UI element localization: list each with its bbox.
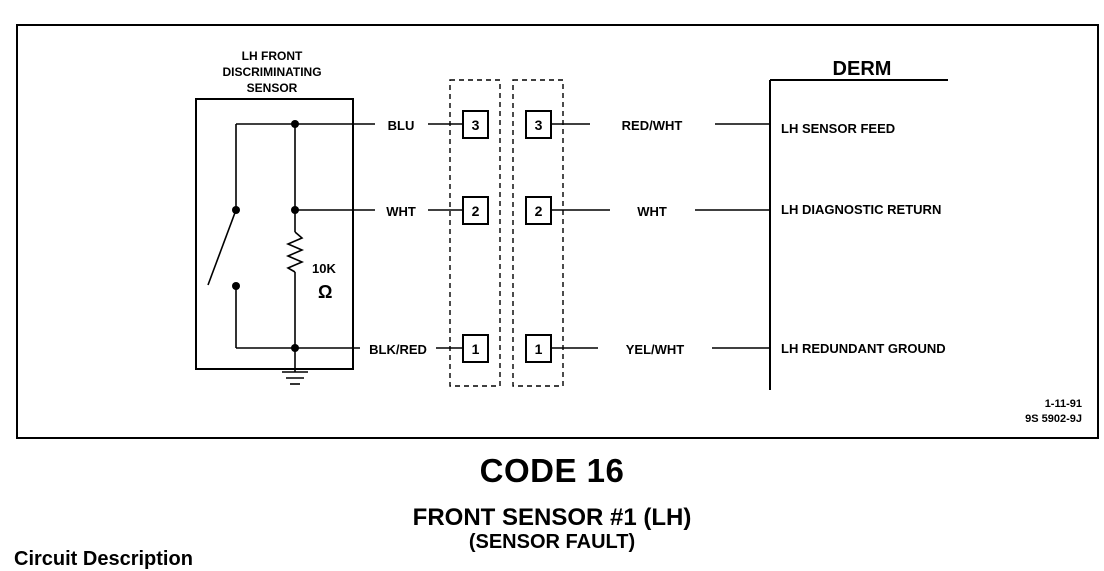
- pin-number-left-2: 2: [472, 203, 480, 219]
- derm-label: DERM: [833, 58, 892, 80]
- circuit-label-redundant-ground: LH REDUNDANT GROUND: [781, 341, 946, 356]
- switch-contact: [207, 209, 237, 286]
- page-subtitle: (SENSOR FAULT): [468, 531, 636, 553]
- sensor-internal-circuit: [207, 123, 375, 385]
- diagram-frame: [16, 24, 1099, 439]
- resistor-unit: Ω: [318, 282, 332, 302]
- junction-dots: [232, 120, 299, 352]
- sensor-title-line1: LH FRONT: [242, 49, 303, 63]
- pin-number-right-3: 3: [535, 117, 543, 133]
- sensor-title-line3: SENSOR: [247, 81, 298, 95]
- wire-label-left-3: BLU: [388, 118, 415, 133]
- pin-left-2: [462, 196, 489, 225]
- connector-half-right: [512, 79, 564, 387]
- sensor-title-line2: DISCRIMINATING: [222, 65, 321, 79]
- pin-number-left-1: 1: [472, 341, 480, 357]
- connector-half-left: [449, 79, 501, 387]
- wire-label-left-1: BLK/RED: [369, 342, 427, 357]
- code-heading: CODE 16: [479, 452, 625, 489]
- wiring-diagram: LH FRONT DISCRIMINATING SENSOR 10K Ω BLU…: [16, 24, 1099, 439]
- wire-label-right-3: RED/WHT: [622, 118, 683, 133]
- pin-number-right-2: 2: [535, 203, 543, 219]
- resistor-symbol: [285, 231, 305, 273]
- circuit-label-sensor-feed: LH SENSOR FEED: [781, 121, 895, 136]
- wire-label-right-2: WHT: [637, 204, 667, 219]
- wire-label-left-2: WHT: [386, 204, 416, 219]
- pin-number-left-3: 3: [472, 117, 480, 133]
- pin-left-3: [462, 110, 489, 139]
- wire-label-right-1: YEL/WHT: [626, 342, 685, 357]
- resistor-value: 10K: [312, 261, 336, 276]
- page-title: FRONT SENSOR #1 (LH): [412, 504, 692, 531]
- reference-number: 9S 5902-9J: [1025, 413, 1082, 425]
- reference-date: 1-11-91: [1045, 398, 1082, 410]
- circuit-label-diagnostic-return: LH DIAGNOSTIC RETURN: [781, 202, 941, 217]
- pin-left-1: [462, 334, 489, 363]
- sensor-housing: [195, 98, 354, 370]
- pin-number-right-1: 1: [535, 341, 543, 357]
